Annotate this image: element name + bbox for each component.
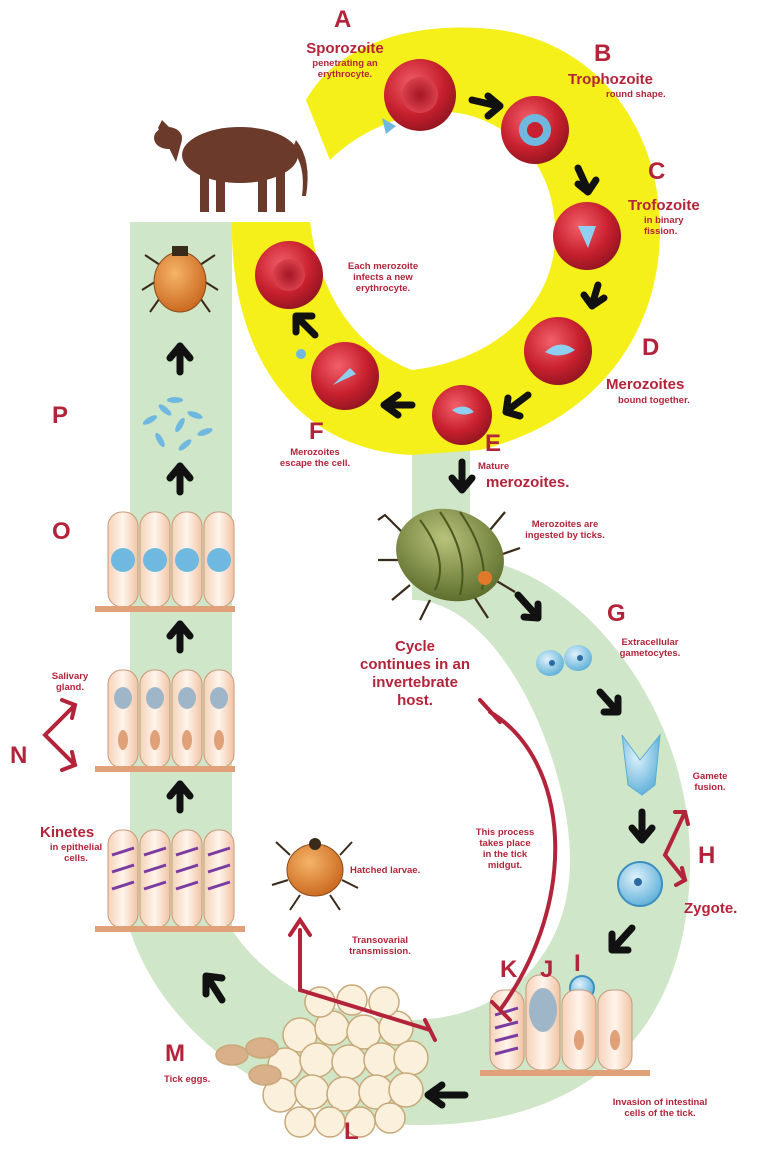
desc-trophozoite: round shape.	[606, 90, 666, 101]
desc-midgut-4: midgut.	[460, 861, 550, 872]
desc-each-3: erythrocyte.	[338, 284, 428, 295]
stage-letter-n: N	[10, 742, 27, 770]
stage-letter-j: J	[540, 956, 553, 984]
salivary-gland-cells	[95, 512, 245, 932]
cow-icon	[154, 120, 308, 212]
desc-transovarial-2: transmission.	[330, 947, 430, 958]
stage-letter-p: P	[52, 402, 68, 430]
stage-letter-m: M	[165, 1040, 185, 1068]
desc-salivary-2: gland.	[40, 683, 100, 694]
desc-sporozoite-2: erythrocyte.	[296, 70, 394, 81]
desc-hatched-larvae: Hatched larvae.	[350, 866, 420, 877]
desc-ingested-2: ingested by ticks.	[515, 531, 615, 542]
label-trofozoite: Trofozoite	[628, 197, 700, 214]
desc-gametocytes-2: gametocytes.	[600, 649, 700, 660]
label-cycle-3: invertebrate	[340, 674, 490, 691]
stage-letter-f: F	[309, 418, 324, 446]
stage-letter-a: A	[334, 6, 351, 34]
stage-letter-k: K	[500, 956, 517, 984]
desc-kinetes-2: cells.	[36, 854, 116, 865]
label-cycle-4: host.	[355, 692, 475, 709]
desc-escape-2: escape the cell.	[265, 459, 365, 470]
label-merozoites: Merozoites	[606, 376, 684, 393]
label-trophozoite: Trophozoite	[568, 71, 653, 88]
label-mature: Mature	[478, 462, 509, 473]
stage-letter-i: I	[574, 950, 581, 978]
label-mature-merozoites: merozoites.	[486, 474, 569, 491]
label-zygote: Zygote.	[684, 900, 737, 917]
stage-letter-g: G	[607, 600, 626, 628]
label-kinetes: Kinetes	[40, 824, 94, 841]
label-cycle-1: Cycle	[355, 638, 475, 655]
desc-fusion-2: fusion.	[680, 783, 740, 794]
stage-letter-o: O	[52, 518, 71, 546]
stage-letter-e: E	[485, 430, 501, 458]
desc-trofozoite-2: fission.	[644, 227, 677, 238]
stage-letter-c: C	[648, 158, 665, 186]
stage-letter-h: H	[698, 842, 715, 870]
stage-letter-b: B	[594, 40, 611, 68]
desc-merozoites: bound together.	[618, 396, 690, 407]
larva-tick-icon	[272, 838, 358, 910]
desc-tick-eggs: Tick eggs.	[164, 1075, 210, 1086]
label-sporozoite: Sporozoite	[290, 40, 400, 57]
label-cycle-2: continues in an	[340, 656, 490, 673]
desc-invasion-2: cells of the tick.	[590, 1109, 730, 1120]
stage-letter-d: D	[642, 334, 659, 362]
stage-letter-l: L	[344, 1118, 359, 1146]
